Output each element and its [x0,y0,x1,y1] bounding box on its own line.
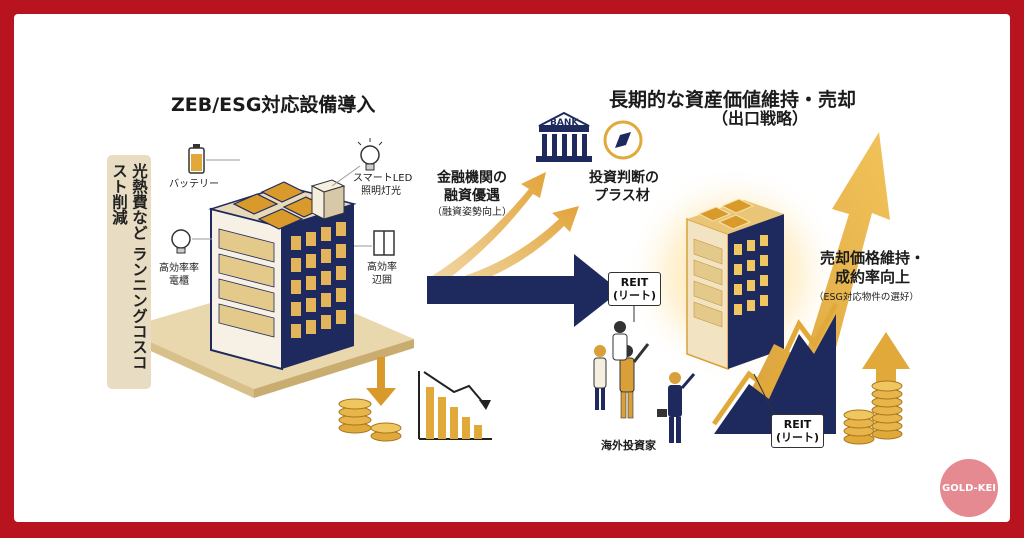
finance-label-line1: 金融機関の [437,170,507,186]
gold-kei-badge: GOLD-KEI [940,459,998,517]
main-right-arrow [427,254,620,327]
reit-tag-2: REIT (リート) [771,414,825,448]
sale-label-line2: 成約率向上 [835,268,911,286]
finance-sub-label: （融資姿勢向上） [432,207,512,218]
investors-label: 海外投資家 [601,439,656,452]
navy-zigzag-chart [711,302,839,434]
plus-label-line2: プラス材 [594,188,650,204]
battery-label: バッテリー [169,179,219,190]
led-label-line1: スマートLED [353,173,413,184]
infographic-artwork [122,111,910,445]
right-building [686,198,784,371]
right-title-line1: 長期的な資産価値維持・売却 [609,89,857,111]
left-building [208,179,357,371]
coin-stack-right [843,380,903,445]
investor-figures [593,321,696,443]
led-bulb-icon [331,138,383,187]
coin-stack-left [338,398,402,442]
battery-icon [188,144,240,174]
left-title: ZEB/ESG対応設備導入 [171,94,376,116]
value-rise-arrow [734,132,890,434]
sale-label-line1: 売却価格維持・ [820,249,926,267]
cost-down-arrow [366,357,396,406]
sale-up-arrow [862,332,910,424]
illustration-frame: ZEB/ESG対応設備導入 光熱費など ランニングコスコスト削減 バッテリー ス… [14,14,1010,522]
decline-chart-icon [418,371,492,440]
hvac-label-line1: 高効率率 [159,263,199,274]
hvac-label-line2: 電櫃 [169,276,189,287]
hvac-bulb-icon [171,229,212,254]
plus-label-line1: 投資判断の [589,170,659,186]
bank-sign: BANK [550,118,579,128]
finance-label-line2: 融資優遇 [444,188,500,204]
window-label-line1: 高効率 [367,262,397,273]
bank-icon [536,111,592,162]
led-label-line2: 照明灯光 [361,186,401,197]
cost-reduction-label: 光熱費など ランニングコスコスト削減 [107,155,151,389]
finance-arrow-up [432,172,546,286]
right-title-line2: （出口戦略） [712,109,809,128]
reit-tag-1: REIT (リート) [608,272,662,306]
sale-sub-label: （ESG対応物件の選好） [814,292,919,303]
window-label-line2: 辺囲 [372,275,392,286]
window-icon [354,230,395,256]
reit-tag2-pointer [753,373,775,415]
compass-icon [603,120,643,160]
